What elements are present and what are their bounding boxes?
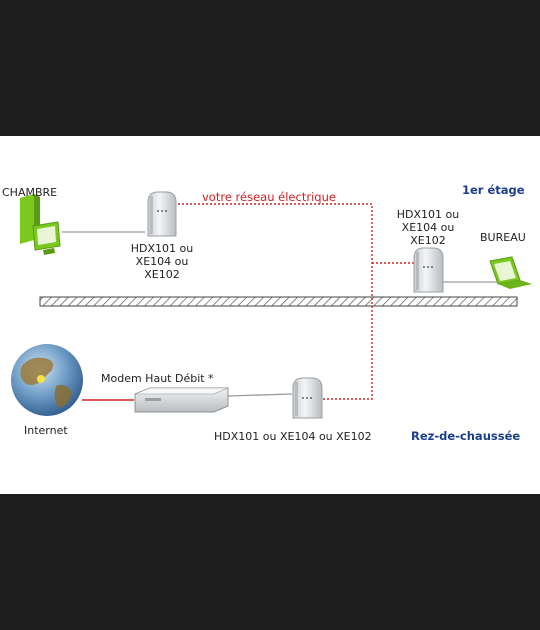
adapter-label-bureau-line2: XE104 ou bbox=[401, 221, 455, 234]
modem-label: Modem Haut Débit * bbox=[101, 372, 214, 385]
floor-separator bbox=[39, 296, 518, 307]
room-label-bureau: BUREAU bbox=[480, 231, 526, 244]
internet-label: Internet bbox=[24, 424, 68, 437]
adapter-label-bureau-line3: XE102 bbox=[410, 234, 446, 247]
adapter-label-ground: HDX101 ou XE104 ou XE102 bbox=[214, 430, 372, 443]
floor-label-upper: 1er étage bbox=[462, 183, 525, 197]
network-label: votre réseau électrique bbox=[202, 190, 336, 204]
laptop-icon bbox=[489, 256, 532, 289]
modem-icon bbox=[134, 387, 229, 413]
globe-icon bbox=[11, 344, 83, 416]
adapter-label-chambre-line2: XE104 ou bbox=[135, 255, 189, 268]
floor-label-ground: Rez-de-chaussée bbox=[411, 429, 521, 443]
room-label-chambre: CHAMBRE bbox=[2, 186, 58, 199]
adapter-label-bureau-line1: HDX101 ou bbox=[396, 208, 460, 221]
adapter-label-chambre-line3: XE102 bbox=[144, 268, 180, 281]
powerline-adapter-ground bbox=[292, 377, 323, 419]
powerline-adapter-chambre bbox=[147, 191, 177, 237]
adapter-label-chambre: HDX101 ou XE104 ou XE102 bbox=[124, 242, 200, 281]
adapter-label-chambre-line1: HDX101 ou bbox=[130, 242, 194, 255]
desktop-computer-icon bbox=[20, 194, 61, 255]
network-diagram: votre réseau électrique 1er étage CHAMBR… bbox=[0, 136, 540, 494]
powerline-adapter-bureau bbox=[413, 247, 444, 293]
adapter-label-bureau: HDX101 ou XE104 ou XE102 bbox=[390, 208, 466, 247]
diagram-graphics bbox=[11, 191, 532, 419]
powerline-network bbox=[170, 203, 415, 400]
